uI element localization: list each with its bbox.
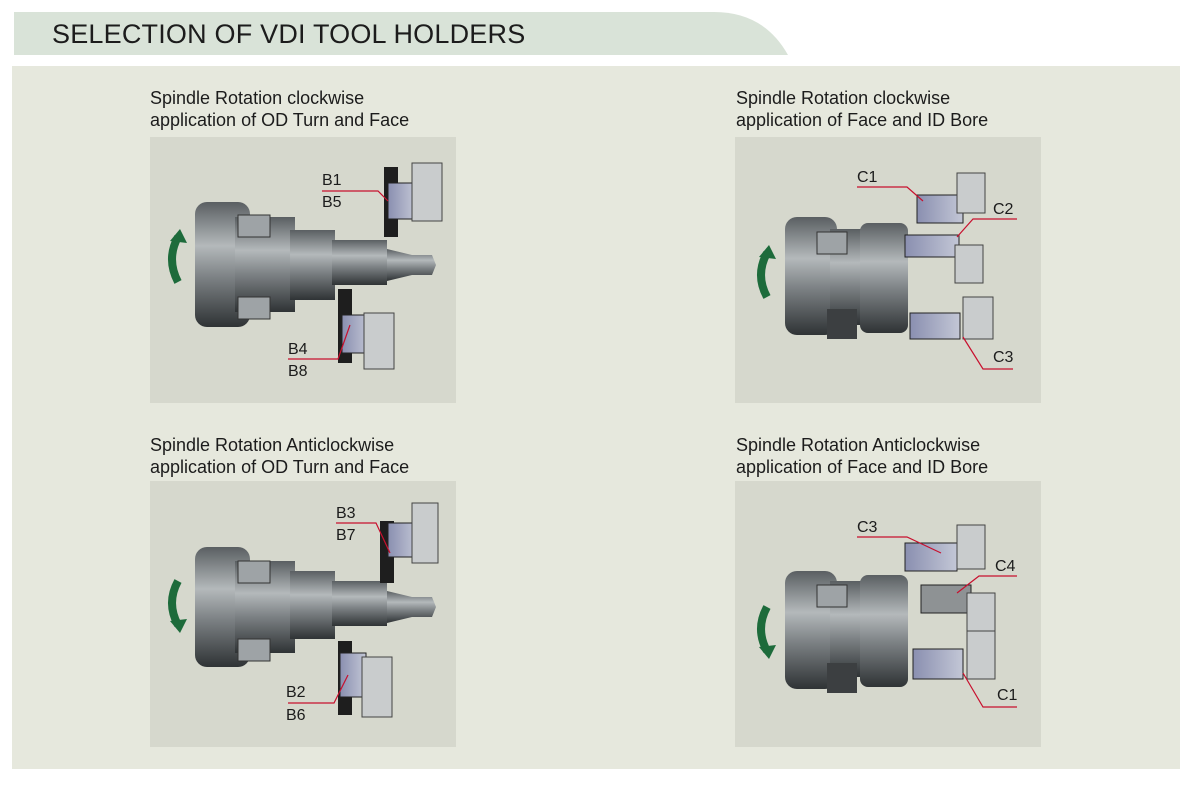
caption-line-1: Spindle Rotation clockwise	[150, 88, 365, 108]
title-tab-shape	[14, 12, 788, 55]
label-c1: C1	[857, 169, 878, 186]
lathe-illustration	[757, 172, 1017, 370]
lathe-illustration	[757, 524, 1017, 708]
label-b4: B4	[288, 341, 308, 358]
label-c4: C4	[995, 558, 1016, 575]
caption-line-2: application of OD Turn and Face	[150, 110, 410, 130]
caption-anticlockwise-od: Spindle Rotation Anticlockwise applicati…	[150, 434, 409, 478]
lathe-illustration	[168, 162, 443, 370]
label-c3: C3	[857, 519, 878, 536]
label-b5: B5	[322, 194, 342, 211]
diagram-anticlockwise-id: C3 C4 C1	[735, 481, 1041, 747]
page-title: SELECTION OF VDI TOOL HOLDERS	[52, 19, 526, 49]
label-b1: B1	[322, 172, 342, 189]
caption-line-2: application of Face and ID Bore	[736, 457, 989, 477]
caption-line-2: application of OD Turn and Face	[150, 457, 410, 477]
label-b7: B7	[336, 527, 356, 544]
diagram-clockwise-id: C1 C2 C3	[735, 137, 1041, 403]
lathe-illustration	[168, 502, 439, 718]
caption-clockwise-od: Spindle Rotation clockwise application o…	[150, 87, 409, 131]
label-b6: B6	[286, 707, 306, 724]
label-b2: B2	[286, 684, 306, 701]
label-b8: B8	[288, 363, 308, 380]
caption-anticlockwise-id: Spindle Rotation Anticlockwise applicati…	[736, 434, 988, 478]
caption-line-2: application of Face and ID Bore	[736, 110, 989, 130]
label-b3: B3	[336, 505, 356, 522]
caption-clockwise-id: Spindle Rotation clockwise application o…	[736, 87, 988, 131]
caption-line-1: Spindle Rotation Anticlockwise	[736, 435, 981, 455]
caption-line-1: Spindle Rotation Anticlockwise	[150, 435, 395, 455]
label-c2: C2	[993, 201, 1014, 218]
diagram-anticlockwise-od: B3 B7 B2 B6	[150, 481, 456, 747]
caption-line-1: Spindle Rotation clockwise	[736, 88, 951, 108]
diagram-clockwise-od: B1 B5 B4 B8	[150, 137, 456, 403]
label-c1: C1	[997, 687, 1018, 704]
title-tab: SELECTION OF VDI TOOL HOLDERS	[14, 12, 788, 55]
label-c3: C3	[993, 349, 1014, 366]
